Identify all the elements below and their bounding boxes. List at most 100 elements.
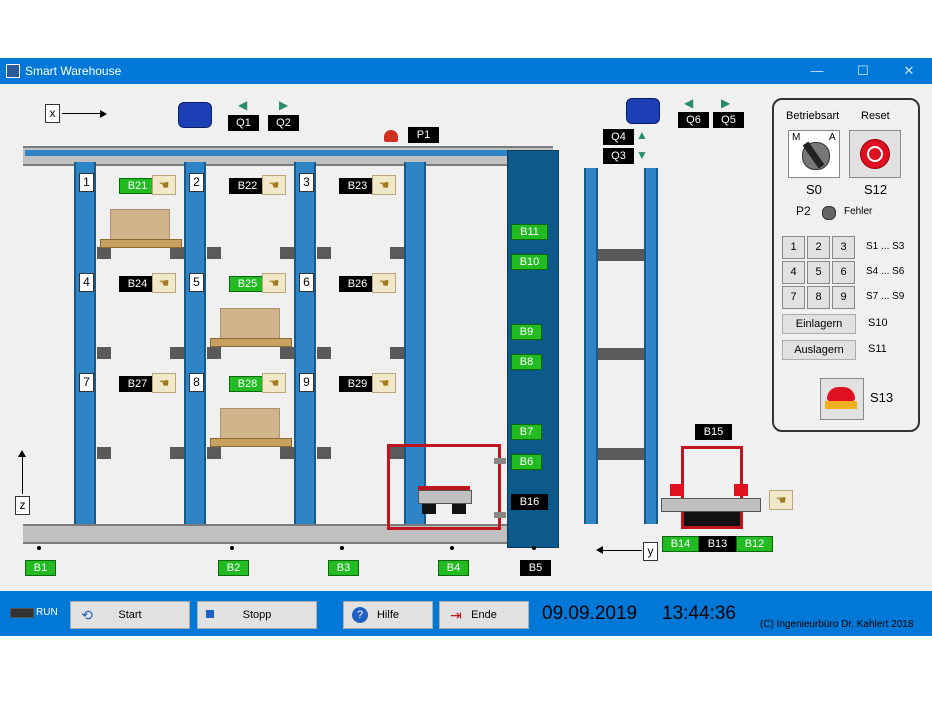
switch-m-label: M [792,132,801,143]
slot-6-label: 6 [299,273,314,292]
help-icon: ? [352,607,368,623]
shelf-bracket [390,447,404,459]
key-2-button[interactable]: 2 [807,236,830,259]
sensor-b23: B23 [339,178,376,194]
mode-switch[interactable]: M A [788,130,840,178]
stopp-label: Stopp [242,609,272,621]
shelf-bracket [280,447,294,459]
hand-button-icon[interactable]: ☚ [152,273,176,293]
sensor-b29: B29 [339,376,376,392]
box-icon [220,408,280,440]
arrow-down-icon: ▼ [636,148,648,162]
sensor-b8: B8 [511,354,542,370]
exit-icon: ⇥ [450,607,462,623]
q5-label: Q5 [713,112,744,128]
z-arrow-head-icon [18,450,26,457]
motor-x-icon [178,102,212,128]
pallet-icon [100,239,182,248]
gripper-wheel [422,504,436,514]
slot-3-label: 3 [299,173,314,192]
s0-label: S0 [806,182,822,197]
slot-1-label: 1 [79,173,94,192]
hand-button-icon[interactable]: ☚ [372,273,396,293]
x-axis-arrow [62,113,102,114]
run-indicator-icon [10,608,34,618]
key-9-button[interactable]: 9 [832,286,855,309]
hilfe-button[interactable]: ? Hilfe [343,601,433,629]
run-label: RUN [36,607,58,618]
minimize-button[interactable]: — [810,63,824,78]
close-button[interactable]: ✕ [903,63,915,78]
control-panel: Betriebsart Reset M A S0 S12 P2 Fehler 1… [772,98,920,432]
rack-column-4 [404,162,426,524]
transfer-base [681,512,743,529]
auslagern-button[interactable]: Auslagern [782,340,856,360]
row-label-s1-s3: S1 ... S3 [866,241,905,252]
app-icon [6,64,20,78]
sensor-b7: B7 [511,424,542,440]
key-6-button[interactable]: 6 [832,261,855,284]
start-icon: ⟲ [81,607,93,623]
shelf-bracket [280,247,294,259]
lamp-p1-icon [384,130,398,142]
shelf-bracket [207,447,221,459]
slot-8-label: 8 [189,373,204,392]
key-5-button[interactable]: 5 [807,261,830,284]
q2-label: Q2 [268,115,299,131]
emergency-stop-button[interactable] [820,378,864,420]
time-display: 13:44:36 [662,603,736,624]
box-icon [110,209,170,241]
key-4-button[interactable]: 4 [782,261,805,284]
y-column-right [644,168,658,524]
sensor-b14: B14 [662,536,699,552]
key-7-button[interactable]: 7 [782,286,805,309]
hand-button-icon[interactable]: ☚ [152,373,176,393]
hand-button-icon[interactable]: ☚ [152,175,176,195]
hand-button-icon[interactable]: ☚ [262,373,286,393]
x-axis-label: x [45,104,60,123]
top-rail-belt [25,150,515,156]
rack-column-1 [74,162,96,524]
title-bar: Smart Warehouse — ☐ ✕ [0,58,932,84]
y-shelf [598,348,644,360]
hand-button-icon[interactable]: ☚ [372,175,396,195]
hand-button-icon[interactable]: ☚ [769,490,793,510]
ende-button[interactable]: ⇥ Ende [439,601,529,629]
motor-y-icon [626,98,660,124]
slot-2-label: 2 [189,173,204,192]
einlagern-button[interactable]: Einlagern [782,314,856,334]
sensor-dot [450,546,454,550]
y-column-left [584,168,598,524]
arrow-up-icon: ▲ [636,128,648,142]
window-title: Smart Warehouse [25,64,122,78]
sensor-b10: B10 [511,254,548,270]
sensor-b1: B1 [25,560,56,576]
gripper-tray [418,490,472,504]
app-window: Smart Warehouse — ☐ ✕ x z ◀ ▶ Q1 Q2 P1 [0,58,932,636]
gripper-pin [494,512,506,518]
sensor-b12: B12 [736,536,773,552]
rack-column-3 [294,162,316,524]
hand-button-icon[interactable]: ☚ [262,273,286,293]
maximize-button[interactable]: ☐ [857,63,869,78]
start-label: Start [118,609,142,621]
shelf-bracket [170,347,184,359]
y-axis-arrow [602,550,642,551]
key-1-button[interactable]: 1 [782,236,805,259]
start-button[interactable]: ⟲ Start [70,601,190,629]
key-8-button[interactable]: 8 [807,286,830,309]
shelf-bracket [170,447,184,459]
hand-button-icon[interactable]: ☚ [372,373,396,393]
transfer-clamp [734,484,748,496]
hilfe-label: Hilfe [376,609,399,621]
sensor-dot [230,546,234,550]
sensor-dot [532,546,536,550]
stopp-button[interactable]: Stopp [197,601,317,629]
hand-button-icon[interactable]: ☚ [262,175,286,195]
key-3-button[interactable]: 3 [832,236,855,259]
s12-label: S12 [864,182,888,197]
sensor-b15: B15 [695,424,732,440]
s13-label: S13 [870,390,894,405]
sensor-b9: B9 [511,324,542,340]
reset-button[interactable] [849,130,901,178]
